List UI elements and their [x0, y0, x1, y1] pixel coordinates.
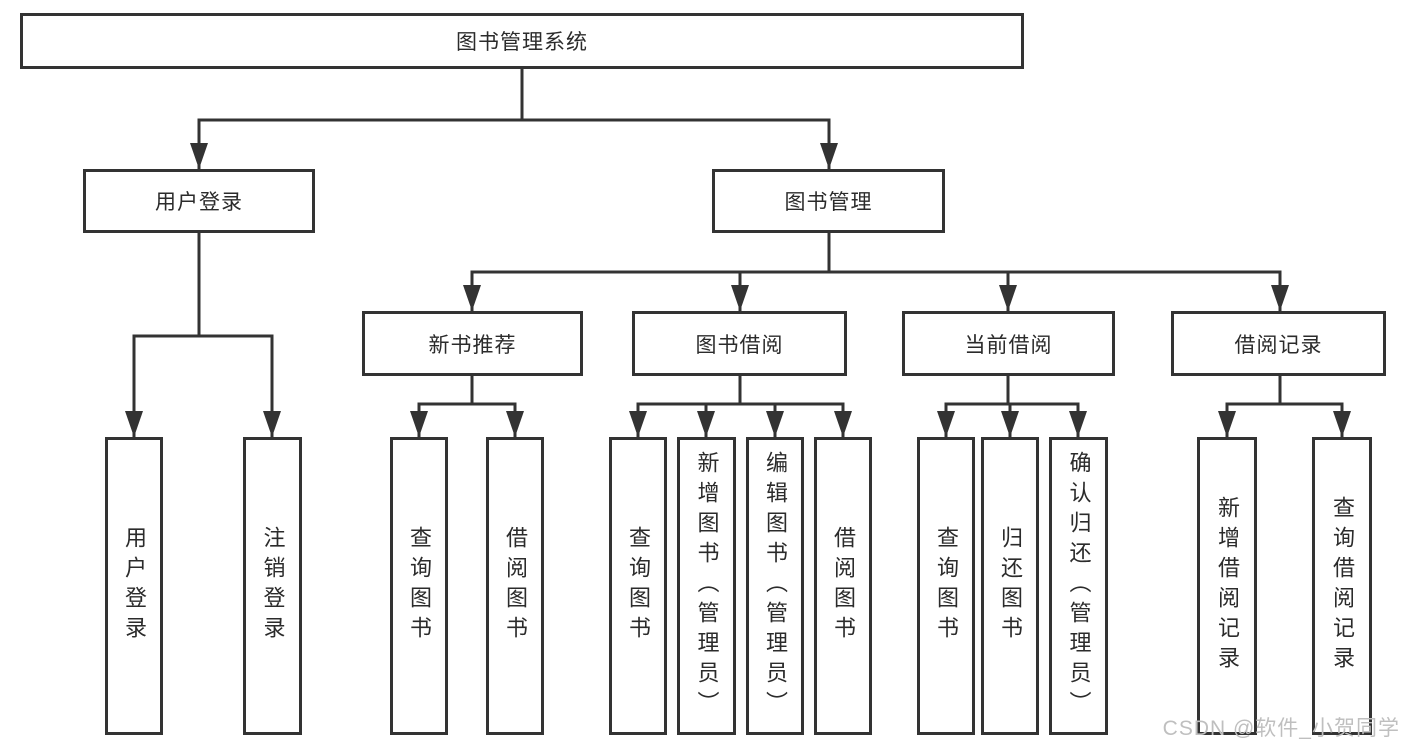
node-new-book-recommendation: 新书推荐 — [362, 311, 583, 376]
leaf-label: 借阅图书 — [503, 526, 528, 646]
leaf-label: 借阅图书 — [831, 526, 856, 646]
node-leaf-logout: 注销登录 — [243, 437, 302, 735]
node-book-management: 图书管理 — [712, 169, 945, 233]
node-leaf-query-books-2: 查询图书 — [609, 437, 667, 735]
node-leaf-user-login: 用户登录 — [105, 437, 163, 735]
leaf-label: 编辑图书（管理员） — [763, 451, 788, 721]
csdn-watermark: CSDN @软件_小贺同学 — [1162, 717, 1400, 740]
node-leaf-query-borrow-record: 查询借阅记录 — [1312, 437, 1372, 735]
leaf-label: 注销登录 — [260, 526, 286, 646]
leaf-label: 查询图书 — [407, 526, 432, 646]
node-leaf-query-books-3: 查询图书 — [917, 437, 975, 735]
node-leaf-add-borrow-record: 新增借阅记录 — [1197, 437, 1257, 735]
arrowheads — [125, 143, 1351, 437]
node-leaf-borrow-books-2: 借阅图书 — [814, 437, 872, 735]
leaf-label: 查询借阅记录 — [1330, 496, 1355, 676]
leaf-label: 新增图书（管理员） — [694, 451, 720, 721]
node-library-management-system: 图书管理系统 — [20, 13, 1024, 69]
node-leaf-add-books-admin: 新增图书（管理员） — [677, 437, 736, 735]
leaf-label: 查询图书 — [626, 526, 651, 646]
leaf-label: 确认归还（管理员） — [1066, 451, 1092, 721]
node-current-borrowing: 当前借阅 — [902, 311, 1115, 376]
node-leaf-edit-books-admin: 编辑图书（管理员） — [746, 437, 804, 735]
node-leaf-borrow-books-1: 借阅图书 — [486, 437, 544, 735]
leaf-label: 归还图书 — [998, 526, 1023, 646]
node-book-borrowing: 图书借阅 — [632, 311, 847, 376]
node-leaf-return-books: 归还图书 — [981, 437, 1039, 735]
leaf-label: 新增借阅记录 — [1215, 496, 1240, 676]
node-leaf-query-books-1: 查询图书 — [390, 437, 448, 735]
node-borrowing-records: 借阅记录 — [1171, 311, 1386, 376]
node-user-login: 用户登录 — [83, 169, 315, 233]
node-leaf-confirm-return-admin: 确认归还（管理员） — [1049, 437, 1108, 735]
leaf-label: 用户登录 — [122, 526, 147, 646]
leaf-label: 查询图书 — [934, 526, 959, 646]
